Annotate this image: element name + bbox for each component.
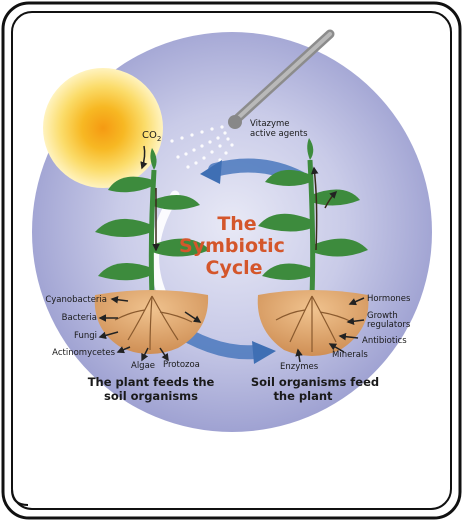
label-actinomycetes: Actinomycetes [52, 348, 115, 358]
caption-right-line-1: Soil organisms feed [251, 375, 379, 389]
title-line-1: The [217, 213, 256, 235]
label-bacteria: Bacteria [62, 313, 97, 323]
label-regulators: regulators [367, 320, 411, 330]
label-enzymes: Enzymes [280, 362, 319, 372]
sprayer-label-line-2: active agents [250, 129, 308, 139]
label-algae: Algae [131, 361, 155, 371]
label-cyanobacteria: Cyanobacteria [45, 295, 107, 305]
label-hormones: Hormones [367, 294, 411, 304]
label-minerals: Minerals [332, 350, 368, 360]
caption-right-line-2: the plant [273, 389, 333, 403]
label-antibiotics: Antibiotics [362, 336, 407, 346]
label-fungi: Fungi [74, 331, 97, 341]
caption-left-line-2: soil organisms [104, 389, 198, 403]
sprayer-label-line-1: Vitazyme [250, 119, 290, 129]
title-line-2: Symbiotic [179, 235, 285, 257]
label-protozoa: Protozoa [163, 360, 200, 370]
title-line-3: Cycle [206, 257, 263, 279]
sun-icon [43, 68, 163, 188]
caption-left-line-1: The plant feeds the [88, 375, 215, 389]
